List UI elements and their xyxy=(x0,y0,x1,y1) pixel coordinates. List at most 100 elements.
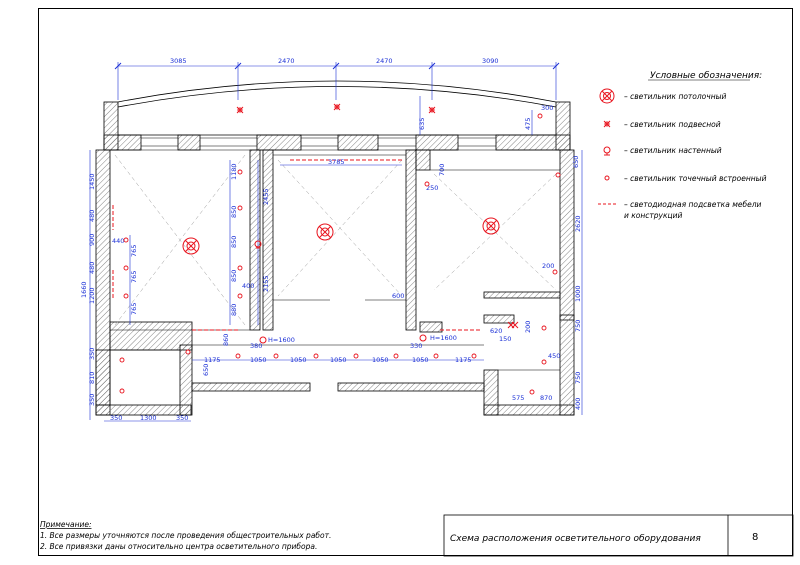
spot-light-icon xyxy=(119,388,125,394)
dim-900: 900 xyxy=(88,234,96,246)
dim-750-1: 750 xyxy=(574,320,582,332)
dim-200b: 200 xyxy=(524,321,532,333)
spot-light-icon xyxy=(185,349,191,355)
dim-650: 650 xyxy=(572,156,580,168)
dim-bottom-2: 1300 xyxy=(140,414,157,422)
room-outlines xyxy=(110,149,560,371)
dim-450: 450 xyxy=(548,352,560,360)
dim-700: 700 xyxy=(438,164,446,176)
windows xyxy=(141,137,496,147)
dim-2455: 2455 xyxy=(262,188,270,205)
legend-label-led-2: и конструкций xyxy=(624,211,682,220)
legend-label-pendant: – светильник подвесной xyxy=(624,120,721,129)
dim-600: 600 xyxy=(392,292,404,300)
led-strips xyxy=(112,159,480,331)
bay-window xyxy=(117,80,557,136)
legend-label-wall: – светильник настенный xyxy=(624,146,722,155)
label-h1600-1: H=1600 xyxy=(268,336,295,344)
legend: Условные обозначения: – светильник потол… xyxy=(598,71,767,220)
spot-light-icon xyxy=(424,181,430,187)
dim-1660: 1660 xyxy=(80,281,88,298)
dim-810: 810 xyxy=(88,372,96,384)
dim-row-3: 1050 xyxy=(290,356,307,364)
dim-870: 870 xyxy=(540,394,552,402)
dim-300: 300 xyxy=(541,104,553,112)
dim-top-1: 3085 xyxy=(170,57,187,65)
drawing-title: Схема расположения осветительного оборуд… xyxy=(450,534,701,544)
dim-row-5: 1050 xyxy=(372,356,389,364)
walls xyxy=(95,101,575,416)
dim-150: 150 xyxy=(499,335,511,343)
dim-880: 880 xyxy=(230,304,238,316)
dim-850-1: 850 xyxy=(230,206,238,218)
spot-light-icon xyxy=(529,389,535,395)
spot-light-icon xyxy=(555,172,561,178)
pendant-light-icon xyxy=(603,120,611,128)
dim-bottom-1: 350 xyxy=(110,414,122,422)
pendant-light-icon xyxy=(333,103,341,111)
spot-light-icon xyxy=(119,357,125,363)
dimension-labels: 3085 2470 2470 3090 300 475 635 3785 250… xyxy=(80,57,582,422)
spot-light-icon xyxy=(123,265,129,271)
dim-1180: 1180 xyxy=(230,163,238,180)
notes-line-1: 1. Все размеры уточняются после проведен… xyxy=(40,531,331,540)
spot-light-icon xyxy=(471,353,477,359)
spot-light-icon xyxy=(123,237,129,243)
dim-2155: 2155 xyxy=(262,275,270,292)
dim-400b: 400 xyxy=(574,398,582,410)
ceiling-light-icon xyxy=(182,237,200,255)
dim-480-2: 480 xyxy=(88,262,96,274)
dim-765-3: 765 xyxy=(130,303,138,315)
dim-1200: 1200 xyxy=(88,287,96,304)
dim-200a: 200 xyxy=(542,262,554,270)
dim-650b: 650 xyxy=(202,364,210,376)
spot-light-icon xyxy=(273,353,279,359)
dim-top-3: 2470 xyxy=(376,57,393,65)
spot-light-icon xyxy=(237,265,243,271)
dim-top-2: 2470 xyxy=(278,57,295,65)
spot-light-icon xyxy=(237,169,243,175)
pendant-light-icon xyxy=(507,321,519,329)
dim-620: 620 xyxy=(490,327,502,335)
dim-1450: 1450 xyxy=(88,173,96,190)
spot-light-icon xyxy=(433,353,439,359)
dim-350-1: 350 xyxy=(88,348,96,360)
ceiling-light-icon xyxy=(599,88,615,104)
spot-light-icon xyxy=(552,269,558,275)
pendant-light-icon xyxy=(236,106,244,114)
wall-light-icon xyxy=(254,240,262,249)
wall-light-icon xyxy=(603,146,611,156)
ceiling-light-icon xyxy=(316,223,334,241)
pendant-light-icon xyxy=(428,106,436,114)
spot-light-icon xyxy=(123,293,129,299)
spot-light-icon xyxy=(313,353,319,359)
dimension-lines xyxy=(89,62,583,422)
wall-light-icon xyxy=(419,334,427,342)
dim-2620: 2620 xyxy=(574,215,582,232)
spot-light-icon xyxy=(537,113,543,119)
spot-light-icon xyxy=(237,293,243,299)
title-block xyxy=(443,514,794,557)
spot-lights xyxy=(119,113,561,395)
spot-light-icon xyxy=(604,175,610,181)
dim-860: 860 xyxy=(222,334,230,346)
notes-line-2: 2. Все привязки даны относительно центра… xyxy=(40,542,317,551)
dim-765-2: 765 xyxy=(130,271,138,283)
dim-top-4: 3090 xyxy=(482,57,499,65)
drawing-frame xyxy=(38,8,793,556)
dim-850-2: 850 xyxy=(230,236,238,248)
spot-light-icon xyxy=(237,205,243,211)
dim-250: 250 xyxy=(426,184,438,192)
dim-380: 380 xyxy=(250,342,262,350)
dim-475: 475 xyxy=(524,118,532,130)
dim-row-1: 1175 xyxy=(204,356,221,364)
legend-title: Условные обозначения: xyxy=(650,71,762,81)
dim-1000: 1000 xyxy=(574,285,582,302)
wall-light-icon xyxy=(259,336,267,344)
spot-light-icon xyxy=(353,353,359,359)
dim-635: 635 xyxy=(418,118,426,130)
dim-480-1: 480 xyxy=(88,210,96,222)
ceiling-diagonals xyxy=(114,154,557,326)
